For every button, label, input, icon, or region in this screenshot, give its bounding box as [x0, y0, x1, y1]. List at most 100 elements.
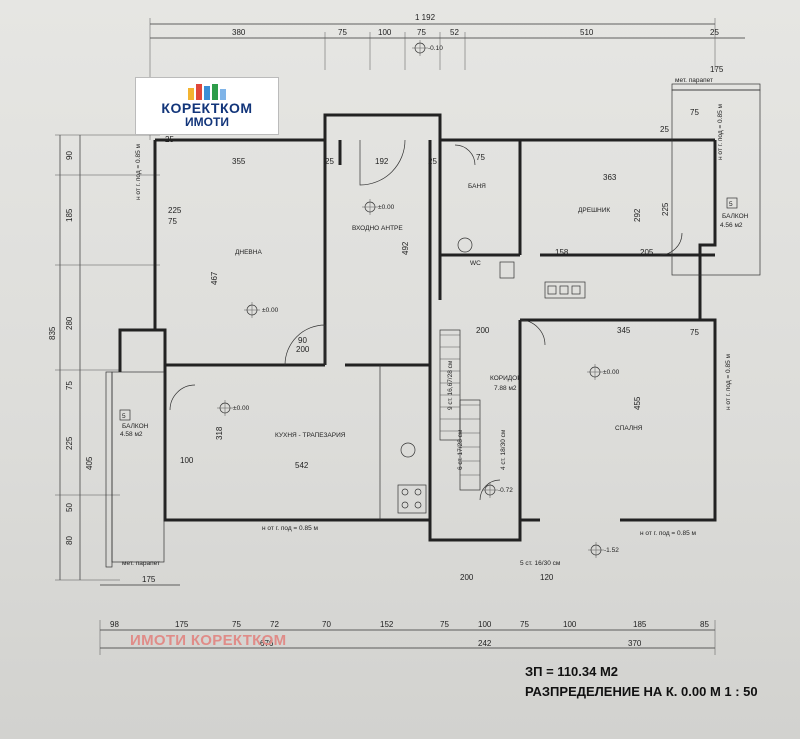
- dim-top-4: 52: [450, 28, 459, 37]
- dim-top-1: 75: [338, 28, 347, 37]
- dim-left-7: 405: [85, 456, 94, 470]
- dim-bottom-10: 185: [633, 620, 647, 629]
- dim-bottom-1: 175: [175, 620, 189, 629]
- dim-bottom2-0: 676: [260, 639, 274, 648]
- dim-bottom-3: 72: [270, 620, 279, 629]
- dim-inner-185a: 225: [168, 206, 182, 215]
- dim-top2-0: 25: [165, 135, 174, 144]
- balkon-left-area: 4.58 м2: [120, 431, 143, 438]
- dim-bottom-11: 85: [700, 620, 709, 629]
- fixtures: [397, 237, 586, 514]
- left-dimension-lines: 90 185 835 280 75 225 405 50 80: [48, 134, 160, 581]
- dim-left-5: 75: [65, 381, 74, 390]
- bottom-dim-text: 98 175 75 72 70 152 75 100 75 100 185 85…: [110, 575, 709, 648]
- dim-bottom-4: 70: [322, 620, 331, 629]
- lvl-spalnya: ±0.00: [603, 369, 620, 376]
- sill-kuhnya: н от г. под = 0.85 м: [262, 525, 318, 532]
- dim-492: 492: [401, 241, 410, 255]
- logo-line-2: ИМОТИ: [185, 115, 229, 129]
- room-spalnya: СПАЛНЯ: [615, 425, 643, 432]
- dim-455: 455: [633, 396, 642, 410]
- bottom-dimension-lines: [99, 584, 716, 655]
- area-note: ЗП = 110.34 М2: [525, 664, 619, 679]
- dim-top-3: 75: [417, 28, 426, 37]
- dim-top2-4: 25: [428, 157, 437, 166]
- room-vhodno-antre: ВХОДНО АНТРЕ: [352, 225, 403, 232]
- logo-bars-icon: [188, 84, 226, 100]
- dim-top-6: 25: [710, 28, 719, 37]
- stairs-1: 9 ст. 16,67/28 см: [447, 360, 454, 410]
- walls: [118, 113, 717, 542]
- level-markers: [217, 40, 604, 558]
- sill-dnevna: н от г. под = 0.85 м: [135, 144, 142, 200]
- dim-158: 158: [555, 248, 569, 257]
- dim-bottom2-1: 242: [478, 639, 492, 648]
- lvl-top: -0.10: [428, 45, 443, 52]
- sill-spalnya: н от г. под = 0.85 м: [640, 530, 696, 537]
- dim-left-2: 835: [48, 326, 57, 340]
- dim-top2-6: 363: [603, 173, 617, 182]
- dim-top2-8: 175: [710, 65, 724, 74]
- dim-200b: 200: [460, 573, 474, 582]
- annotation-labels: мет. парапет мет. парапет н от г. под = …: [122, 45, 732, 567]
- lvl-vhodno: ±0.00: [378, 204, 395, 211]
- dim-top2-9: 75: [690, 108, 699, 117]
- dim-467: 467: [210, 271, 219, 285]
- dim-200: 200: [476, 326, 490, 335]
- dim-top-2: 100: [378, 28, 392, 37]
- room-wc: WC: [470, 260, 481, 267]
- dim-left-1: 185: [65, 208, 74, 222]
- dim-225: 225: [661, 202, 670, 216]
- dim-door90: 90: [298, 336, 307, 345]
- sill-dreshnik: н от г. под = 0.85 м: [717, 104, 724, 160]
- dim-bottom-7: 100: [478, 620, 492, 629]
- room-labels: ДНЕВНА ВХОДНО АНТРЕ БАНЯ ДРЕШНИК WC КОРИ…: [120, 183, 749, 439]
- dim-bottom2-2: 370: [628, 639, 642, 648]
- stairs-3: 4 ст. 18/30 см: [500, 429, 507, 470]
- dim-top-0: 380: [232, 28, 246, 37]
- dim-75r: 75: [690, 328, 699, 337]
- dim-left-9: 80: [65, 536, 74, 545]
- room-dreshnik: ДРЕШНИК: [578, 207, 610, 214]
- dim-bottom-9: 100: [563, 620, 577, 629]
- dim-345: 345: [617, 326, 631, 335]
- dim-318: 318: [215, 426, 224, 440]
- dim-bottom-8: 75: [520, 620, 529, 629]
- dim-bottom-5: 152: [380, 620, 394, 629]
- dim-top-total: 1 192: [415, 13, 436, 22]
- room-kuhnya: КУХНЯ - ТРАПЕЗАРИЯ: [275, 432, 346, 439]
- inner-dimensions: 25 355 25 192 25 75 363 25 175 75 225 75…: [165, 65, 724, 582]
- dim-120: 120: [540, 573, 554, 582]
- lvl-bottom: -1.52: [604, 547, 619, 554]
- dim-292: 292: [633, 208, 642, 222]
- dim-top2-1: 355: [232, 157, 246, 166]
- room-banya: БАНЯ: [468, 183, 486, 190]
- dim-bottom-0: 98: [110, 620, 119, 629]
- dim-100b: 100: [180, 456, 194, 465]
- balconies: [105, 83, 761, 568]
- lvl-dnevna: ±0.00: [262, 307, 279, 314]
- parapet-top: мет. парапет: [675, 77, 713, 84]
- dim-205: 205: [640, 248, 654, 257]
- dim-door200: 200: [296, 345, 310, 354]
- room-dnevna: ДНЕВНА: [235, 249, 262, 256]
- top-dimension-lines: 1 192 380 75 100 75 52 510 25: [149, 13, 745, 140]
- balkon-right-label: БАЛКОН: [722, 213, 749, 220]
- balkon-left-num: 5: [122, 413, 126, 420]
- lvl-stairs: -0.72: [498, 487, 513, 494]
- logo-line-1: КОРЕКТКОМ: [161, 100, 253, 116]
- dim-top-5: 510: [580, 28, 594, 37]
- dim-542: 542: [295, 461, 309, 470]
- stairs-4: 5 ст. 16/30 см: [520, 560, 561, 567]
- dim-top2-3: 192: [375, 157, 389, 166]
- balkon-right-num: 5: [729, 201, 733, 208]
- dim-top2-7: 25: [660, 125, 669, 134]
- stairs-2: 6 ст. 17/28 см: [457, 429, 464, 470]
- dim-bottom-6: 75: [440, 620, 449, 629]
- dim-inner-150a: 75: [168, 217, 177, 226]
- parapet-bottom: мет. парапет: [122, 560, 160, 567]
- watermark-text: ИМОТИ КОРЕКТКОМ: [130, 632, 287, 649]
- dim-bottom-2: 75: [232, 620, 241, 629]
- balkon-right-area: 4.56 м2: [720, 222, 743, 229]
